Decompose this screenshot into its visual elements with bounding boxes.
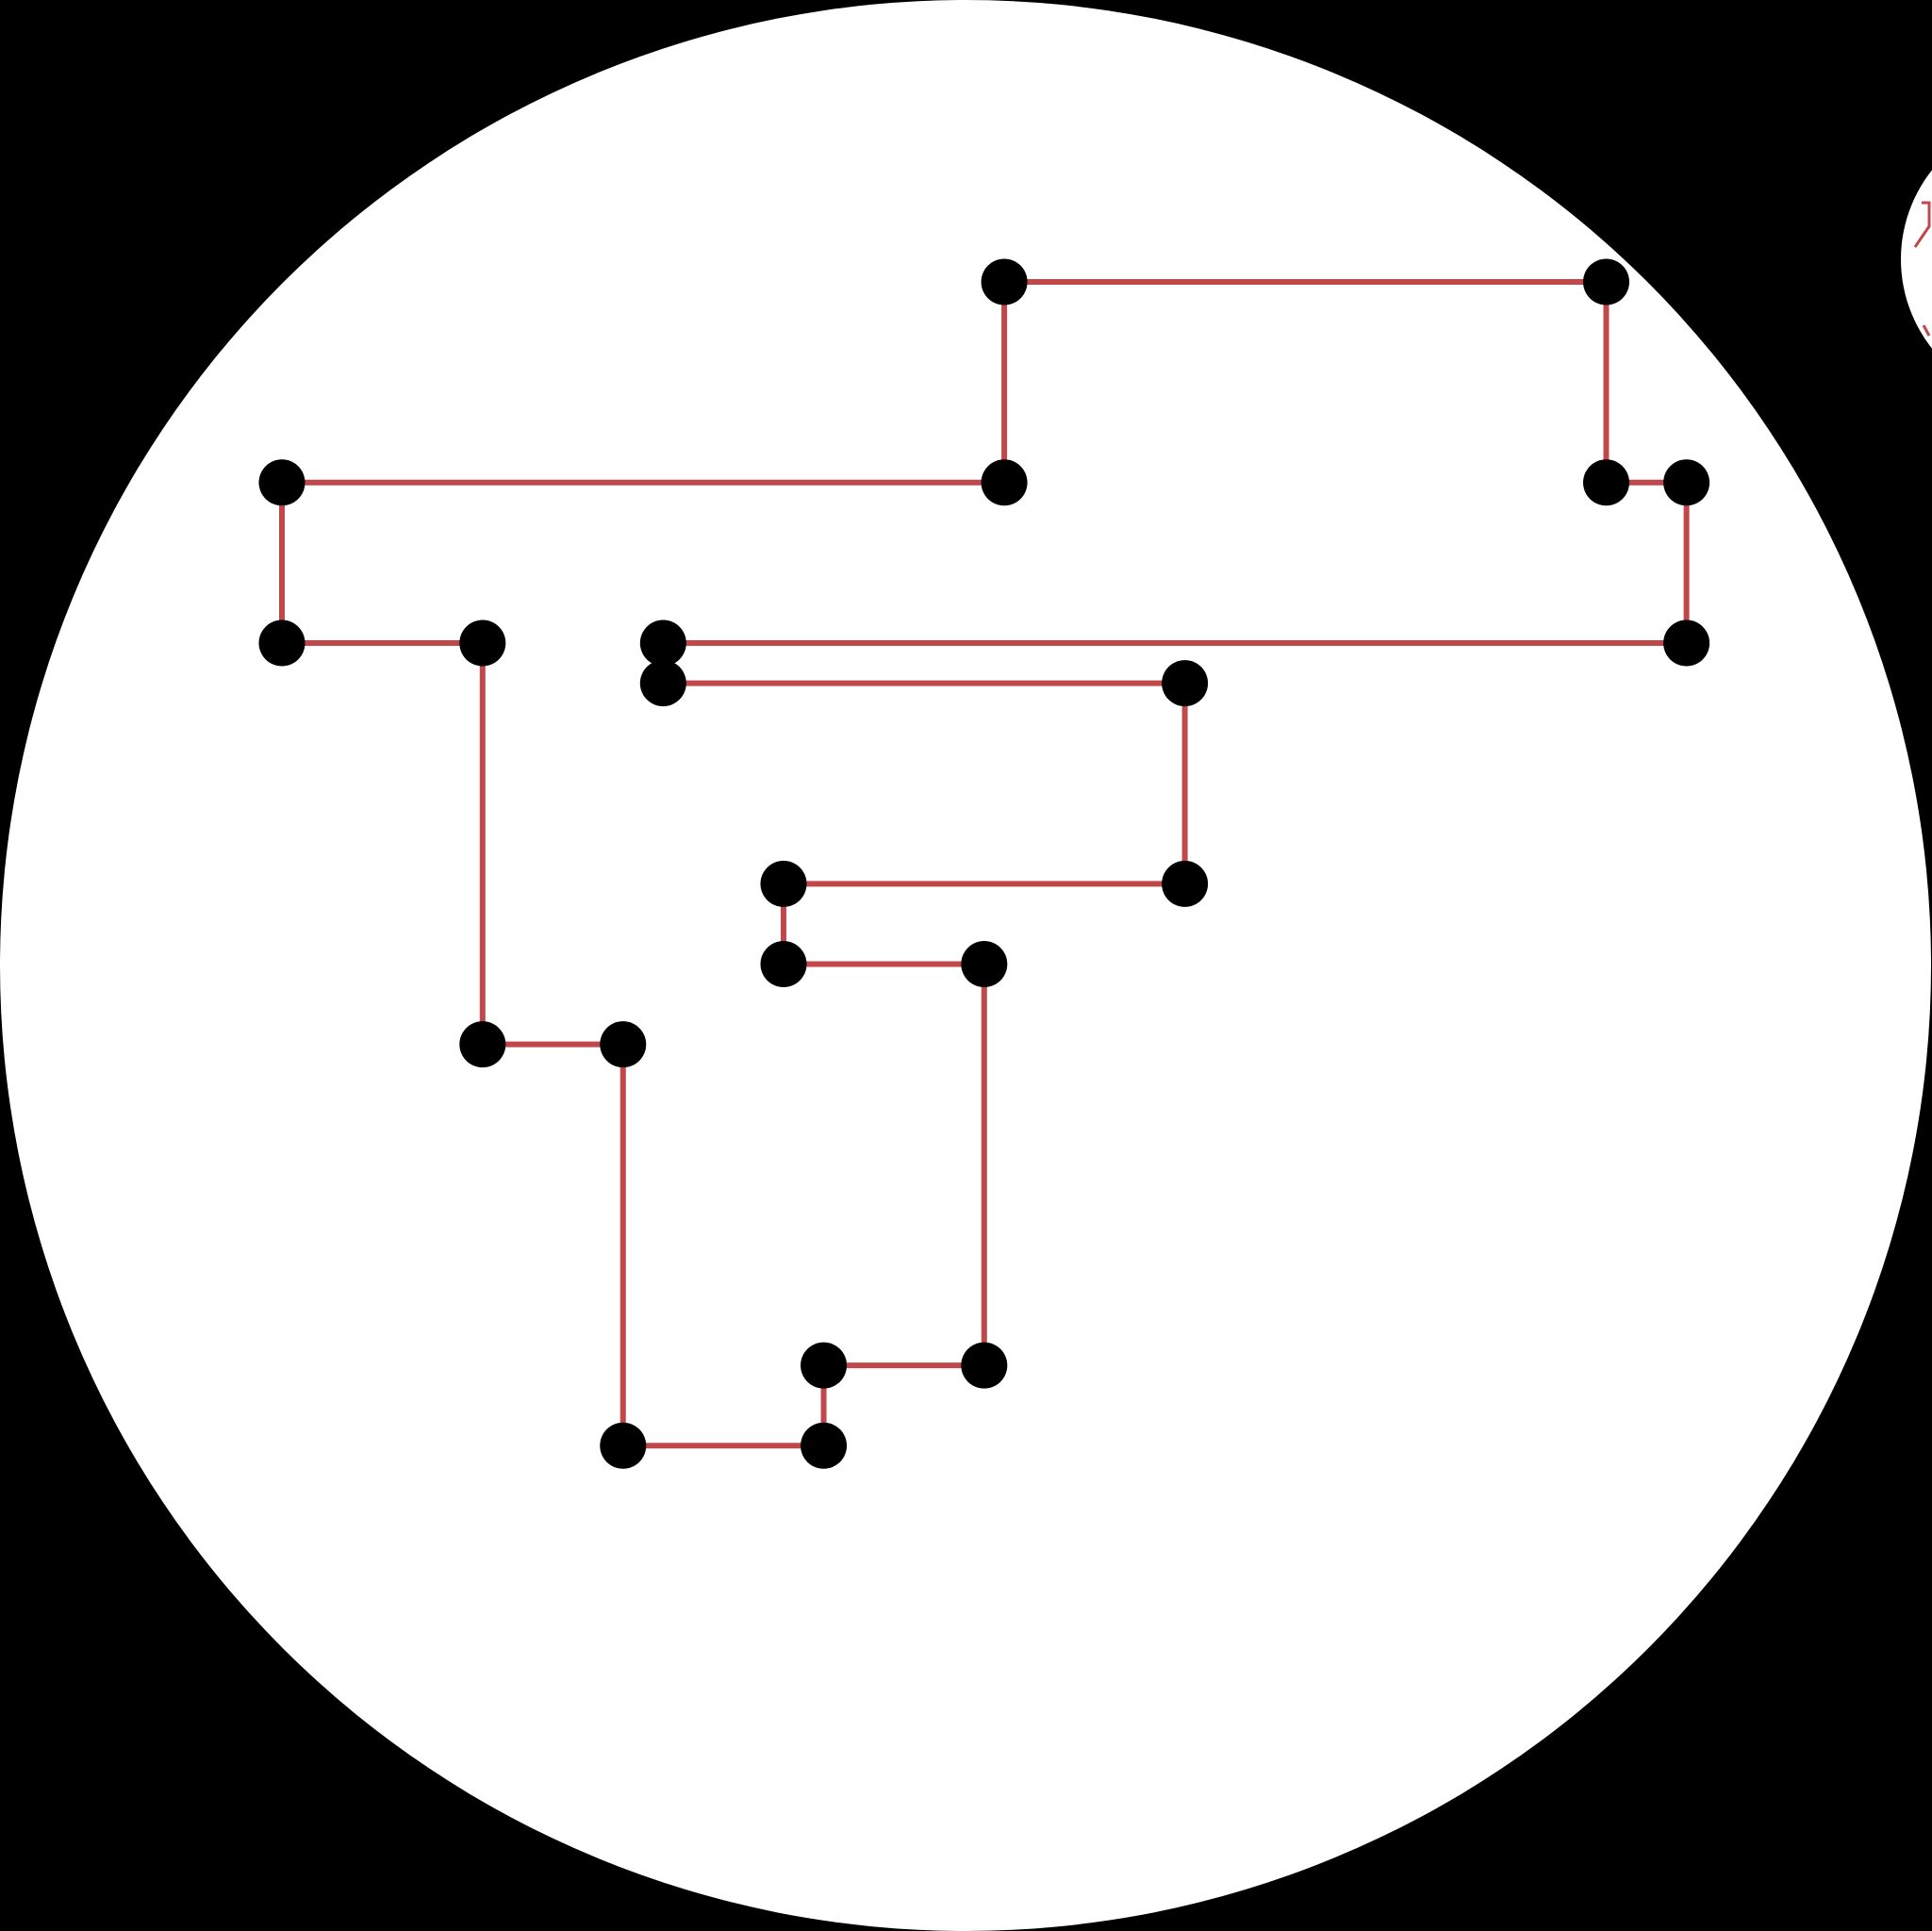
node-n8 bbox=[1162, 860, 1209, 907]
node-n13 bbox=[1663, 459, 1710, 506]
node-n2 bbox=[801, 1422, 848, 1469]
node-n4 bbox=[961, 1342, 1008, 1389]
node-n16 bbox=[981, 258, 1028, 305]
node-n3 bbox=[801, 1342, 848, 1389]
node-n10 bbox=[639, 660, 686, 707]
node-n5 bbox=[961, 941, 1008, 988]
node-n11 bbox=[639, 619, 686, 667]
node-n9 bbox=[1162, 660, 1209, 707]
edges-layer bbox=[279, 279, 1690, 1449]
node-n14 bbox=[1582, 459, 1629, 506]
node-n22 bbox=[600, 1021, 647, 1068]
partial-lens-stroke bbox=[1913, 201, 1931, 248]
node-n1 bbox=[600, 1422, 647, 1469]
partial-lens-fragment bbox=[1901, 170, 1932, 349]
node-n21 bbox=[459, 1021, 506, 1068]
node-n12 bbox=[1663, 619, 1710, 667]
node-n15 bbox=[1582, 258, 1629, 305]
node-n20 bbox=[459, 619, 506, 667]
node-n18 bbox=[258, 459, 305, 506]
node-n7 bbox=[760, 860, 807, 907]
partial-lens-stroke bbox=[1922, 324, 1931, 337]
partial-lens-icon bbox=[1901, 170, 1932, 349]
node-n17 bbox=[981, 459, 1028, 506]
node-n19 bbox=[258, 619, 305, 667]
nodes-layer bbox=[258, 258, 1710, 1469]
node-n6 bbox=[760, 941, 807, 988]
